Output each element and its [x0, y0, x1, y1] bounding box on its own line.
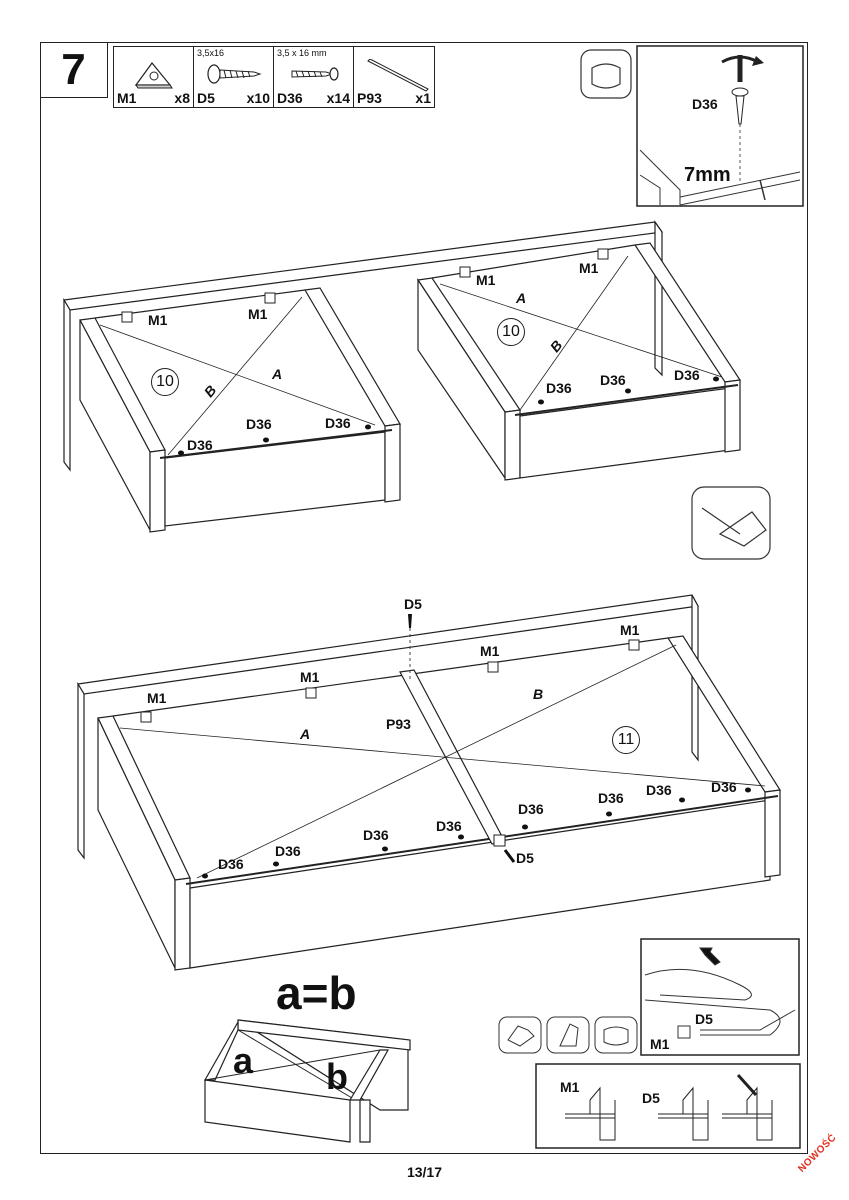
bracket-label: M1 [650, 1036, 670, 1052]
screw-label: D36 [436, 818, 462, 834]
part-code: M1 [117, 90, 137, 106]
hand-icon [546, 1016, 590, 1054]
diagonal-equation: a=b [276, 967, 357, 1019]
part-d36: 3,5 x 16 mm D36 x14 [274, 47, 354, 107]
drawer-number: 11 [612, 726, 640, 754]
screw-depth-detail [636, 45, 804, 207]
bracket-label: M1 [147, 690, 167, 706]
screw-d5-label: D5 [404, 596, 422, 612]
part-m1: M1 x8 [114, 47, 194, 107]
detail-screw-label: D36 [692, 96, 718, 112]
screw-label: D36 [674, 367, 700, 383]
diagonal-b-label: B [533, 686, 544, 702]
part-code: D36 [277, 90, 303, 106]
screw-label: D36 [187, 437, 213, 453]
part-quantity: x1 [415, 90, 431, 106]
part-quantity: x10 [246, 90, 270, 106]
drawer-right [416, 242, 742, 481]
step-number: 7 [40, 42, 108, 98]
screw-icon [207, 64, 262, 84]
parts-list: M1 x8 3,5x16 D5 x10 3,5 x 16 mm D36 x14 … [113, 46, 435, 108]
screw-label: D36 [711, 779, 737, 795]
screw-d5-top [408, 614, 412, 680]
screw-label: D36 [275, 843, 301, 859]
part-quantity: x8 [174, 90, 190, 106]
part-code: P93 [357, 90, 382, 106]
part-code: D5 [197, 90, 215, 106]
depth-label: 7mm [684, 164, 731, 186]
bracket-label: M1 [148, 312, 168, 328]
screw-label: D36 [218, 856, 244, 872]
screw-label: D36 [325, 415, 351, 431]
screw-vertical [721, 55, 764, 185]
screw-marks-large [202, 787, 751, 879]
brackets-upper [121, 248, 609, 323]
bracket-label: M1 [480, 643, 500, 659]
screw-d5-bottom [503, 849, 516, 863]
screw-icon [291, 67, 339, 81]
diagonal-a-label: A [272, 366, 283, 382]
bracket-label: M1 [476, 272, 496, 288]
screw-label: D36 [600, 372, 626, 388]
diagonal-a-label: A [516, 290, 527, 306]
bracket-label: M1 [579, 260, 599, 276]
brackets-large [140, 639, 640, 847]
diagonal-lines-upper [99, 255, 723, 456]
divider-label: P93 [386, 716, 411, 732]
screw-label: D36 [363, 827, 389, 843]
part-d5: 3,5x16 D5 x10 [194, 47, 274, 107]
part-p93: P93 x1 [354, 47, 434, 107]
rotate-icon [594, 1016, 638, 1054]
drawer-left [79, 287, 401, 533]
screw-label: D36 [646, 782, 672, 798]
part-spec: 3,5x16 [197, 48, 225, 58]
screw-label: D36 [246, 416, 272, 432]
rotate-tool-icon [580, 49, 632, 99]
part-quantity: x14 [326, 90, 350, 106]
rod-icon [367, 59, 429, 92]
bracket-label: M1 [248, 306, 268, 322]
square-check-drawer [203, 1019, 411, 1143]
diagonal-b: b [326, 1056, 348, 1097]
fixing-steps [565, 1073, 773, 1141]
diagonal-lines-large [119, 644, 766, 879]
screw-label: D36 [518, 801, 544, 817]
part-spec: 3,5 x 16 mm [277, 48, 327, 58]
bracket-icon [134, 62, 173, 89]
screw-d5-label: D5 [516, 850, 534, 866]
drawer-number: 10 [151, 368, 179, 396]
fixing-steps-detail [535, 1063, 801, 1149]
screw-label: D36 [546, 380, 572, 396]
hand-detail [640, 938, 800, 1056]
instruction-frame [40, 42, 808, 1154]
hand-illustration [644, 947, 796, 1039]
glove-icon [498, 1016, 542, 1054]
page-number: 13/17 [406, 1164, 443, 1180]
diagonal-a-label: A [300, 726, 311, 742]
bracket-label: M1 [300, 669, 320, 685]
diagonal-a: a [233, 1040, 254, 1081]
measure-tool-icon [691, 486, 771, 560]
drawer-large [97, 635, 782, 971]
bracket-label: M1 [620, 622, 640, 638]
screw-label: D5 [695, 1011, 713, 1027]
drawer-number: 10 [497, 318, 525, 346]
screw-marks-upper [178, 376, 719, 456]
screw-label: D36 [598, 790, 624, 806]
step-screw-label: D5 [642, 1090, 660, 1106]
step-bracket-label: M1 [560, 1079, 580, 1095]
